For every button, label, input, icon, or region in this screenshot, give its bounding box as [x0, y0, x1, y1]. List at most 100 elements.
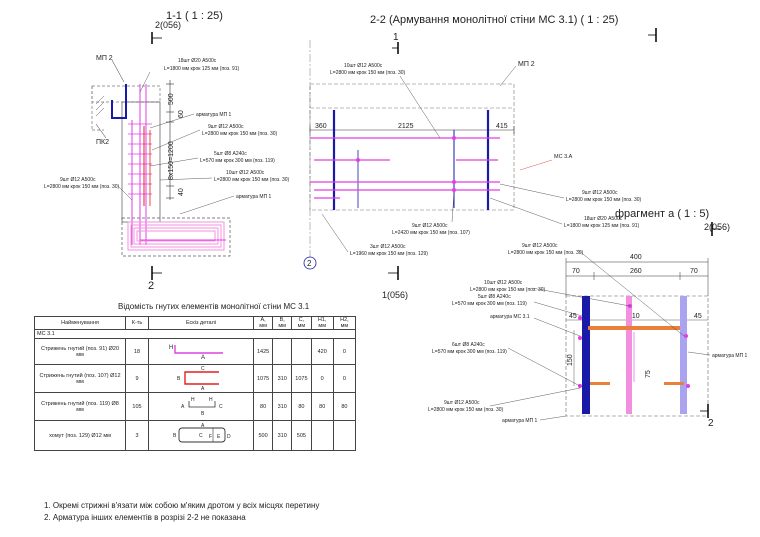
- s1-callout-4-l1: 5шт Ø8 А240с: [214, 151, 247, 157]
- row-h1: [310, 420, 334, 451]
- s2-dim-415: 415: [496, 123, 508, 130]
- s2-callout-5-l1: 3шт Ø12 А500с: [370, 244, 406, 250]
- row-a: 1425: [252, 338, 274, 365]
- dim-8x150: 8х150=1200: [168, 141, 175, 180]
- frag-callout-1-l2: L=2800 мм крок 150 мм (поз. 30): [508, 250, 584, 256]
- s2-dim-2125: 2125: [398, 123, 414, 130]
- svg-text:A: A: [201, 386, 205, 390]
- dim-60: 60: [178, 110, 185, 118]
- table-group-label: МС 3.1: [34, 329, 356, 339]
- frag-callout-5-l2: L=570 мм крок 300 мм (поз. 119): [432, 349, 507, 355]
- s2-callout-4-l2: L=2420 мм крок 150 мм (поз. 107): [392, 230, 470, 236]
- s1-callout-1-l1: 18шт Ø20 А500с: [178, 58, 217, 64]
- row-h2: 0: [332, 338, 357, 365]
- svg-text:E: E: [217, 434, 221, 440]
- row-h2: [332, 420, 357, 451]
- row-name: Стрижень гнутий (поз. 119) Ø8 мм: [34, 392, 126, 421]
- frag-cut-ref-bottom: 2: [708, 418, 714, 429]
- s2-callout-1-l2: L=2800 мм крок 150 мм (поз. 30): [330, 70, 406, 76]
- s2-callout-4-l1: 9шт Ø12 А500с: [412, 223, 448, 229]
- frag-callout-8-l1: арматура МП 1: [712, 353, 748, 359]
- sketch-bar-107: CBA: [177, 366, 219, 392]
- bent-elements-table: Найменування К-ть Ескіз деталі A, мм B, …: [34, 316, 357, 451]
- row-c: [291, 338, 312, 365]
- s2-axis-label: 2: [307, 259, 312, 268]
- section-1-title: 1-1 ( 1 : 25): [166, 10, 223, 22]
- frag-callout-4-l1: арматура МС 3.1: [490, 314, 530, 320]
- frag-callout-6-l1: 9шт Ø12 А500с: [444, 400, 480, 406]
- svg-text:B: B: [173, 433, 177, 439]
- frag-cut-ref-top: 2(056): [704, 222, 730, 232]
- s1-callout-6-l2: L=2800 мм крок 150 мм (поз. 30): [44, 184, 120, 190]
- frag-dim-45a: 45: [569, 313, 577, 320]
- s2-callout-5-l2: L=1960 мм крок 150 мм (поз. 129): [350, 251, 428, 257]
- row-c: 505: [291, 420, 312, 451]
- frag-bar-pink: [626, 296, 632, 414]
- s1-callout-4-l2: L=570 мм крок 300 мм (поз. 119): [200, 158, 275, 164]
- svg-text:H: H: [191, 397, 195, 403]
- s2-callout-2-l1: 9шт Ø12 А500с: [582, 190, 618, 196]
- notes: 1. Окремі стрижні в'язати між собою м'як…: [44, 500, 319, 524]
- row-b: 310: [272, 364, 293, 393]
- row-h1: 420: [310, 338, 334, 365]
- th-a: A, мм: [252, 316, 274, 330]
- s2-dim-360: 360: [315, 123, 327, 130]
- frag-callout-6-l2: L=2800 мм крок 150 мм (поз. 30): [428, 407, 504, 413]
- row-c: 1075: [291, 364, 312, 393]
- fragment-title: фрагмент а ( 1 : 5): [615, 208, 710, 220]
- row-qty: 18: [125, 338, 149, 365]
- th-h2: H2, мм: [332, 316, 357, 330]
- s1-callout-2-l1: арматура МП 1: [196, 112, 232, 118]
- row-qty: 105: [125, 392, 149, 421]
- row-qty: 3: [125, 420, 149, 451]
- frag-callout-5-l1: 6шт Ø8 А240с: [452, 342, 485, 348]
- row-qty: 9: [125, 364, 149, 393]
- section-2-drawing: 360 2125 415 1 1(056) 2: [303, 28, 657, 300]
- svg-text:C: C: [201, 366, 205, 372]
- th-qty: К-ть: [125, 316, 149, 330]
- frag-dim-70a: 70: [572, 268, 580, 275]
- frag-bar-lilac: [680, 296, 687, 414]
- frag-callout-3-l2: L=570 мм крок 300 мм (поз. 119): [452, 301, 527, 307]
- label-pk2: ПК2: [96, 139, 109, 146]
- frag-bar-blue: [582, 296, 590, 414]
- s1-callout-5-l2: L=2800 мм крок 150 мм (поз. 30): [214, 177, 290, 183]
- row-name: Стрижень гнутий (поз. 91) Ø20 мм: [34, 338, 126, 365]
- s1-callout-5-l1: 10шт Ø12 А500с: [226, 170, 265, 176]
- s1-callout-3-l2: L=2800 мм крок 150 мм (поз. 30): [202, 131, 278, 137]
- svg-text:B: B: [201, 411, 205, 417]
- row-b: 310: [272, 420, 293, 451]
- row-name: хомут (поз. 129) Ø12 мм: [34, 420, 126, 451]
- svg-text:H: H: [209, 397, 213, 403]
- svg-text:C: C: [199, 433, 203, 439]
- frag-callout-7-l1: арматура МП 1: [502, 418, 538, 424]
- th-sketch: Ескіз деталі: [148, 316, 254, 330]
- row-c: 80: [291, 392, 312, 421]
- dim-500: 500: [168, 93, 175, 105]
- note-1: 1. Окремі стрижні в'язати між собою м'як…: [44, 501, 320, 510]
- frag-dim-260: 260: [630, 268, 642, 275]
- row-b: [272, 338, 293, 365]
- table-title: Відомість гнутих елементів монолітної ст…: [118, 302, 310, 311]
- s2-cut-ref-top: 1: [393, 32, 399, 43]
- frag-dim-45b: 45: [694, 313, 702, 320]
- th-name: Найменування: [34, 316, 126, 330]
- svg-text:F: F: [209, 434, 212, 440]
- s2-label-mp2: МП 2: [518, 61, 535, 68]
- row-a: 1075: [252, 364, 274, 393]
- frag-callout-3-l1: 5шт Ø8 А240с: [478, 294, 511, 300]
- svg-text:A: A: [181, 404, 185, 410]
- svg-text:C: C: [219, 404, 223, 410]
- row-h2: 80: [332, 392, 357, 421]
- cut-ref-top-1: 2(056): [155, 20, 181, 30]
- s1-callout-6-l1: 9шт Ø12 А500с: [60, 177, 96, 183]
- row-name: Стрижень гнутий (поз. 107) Ø12 мм: [34, 364, 126, 393]
- th-b: B, мм: [272, 316, 293, 330]
- svg-text:A: A: [201, 355, 205, 361]
